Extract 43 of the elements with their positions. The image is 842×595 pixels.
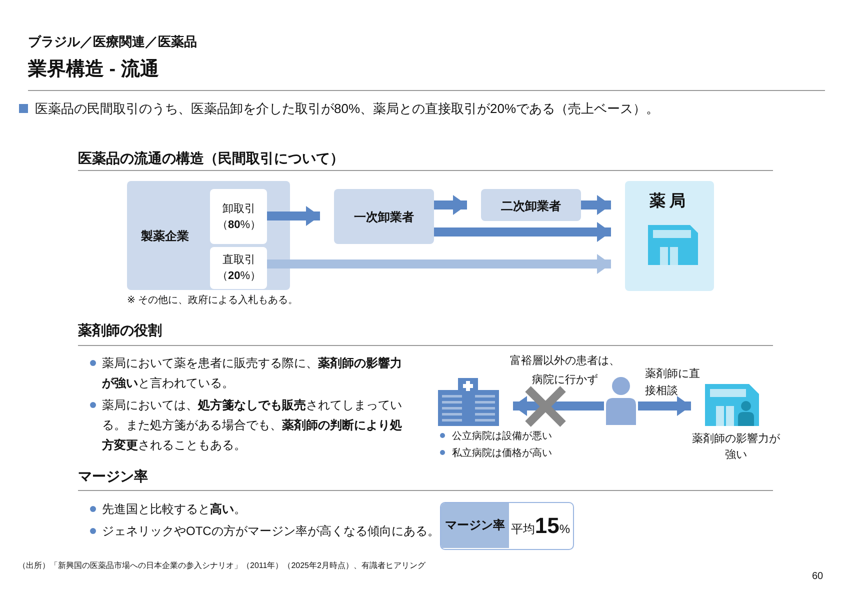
hospital-icon <box>438 378 499 426</box>
bullet-item: ジェネリックやOTCの方がマージン率が高くなる傾向にある。 <box>90 521 440 541</box>
table-cell-text: 平均15% <box>510 512 572 540</box>
table-cell: マージン率 <box>441 503 509 548</box>
bullet-item: 薬局において薬を患者に販売する際に、薬剤師の影響力が強いと言われている。 <box>90 353 410 393</box>
arrow <box>581 195 611 215</box>
box-label: 一次卸業者 <box>353 209 415 226</box>
box-title: 薬局 <box>648 191 690 212</box>
arrow <box>267 254 611 274</box>
person-icon <box>604 377 638 425</box>
bullet-item: 公立病院は設備が悪い <box>440 428 552 445</box>
note-text: 薬剤師の影響力が強い <box>691 432 781 463</box>
box-label: 直取引（20%） <box>216 253 262 284</box>
pharmacy-icon <box>705 384 759 426</box>
section-heading: マージン率 <box>78 468 148 486</box>
pharmacy-box <box>625 181 714 291</box>
page-title: 業界構造 - 流通 <box>28 58 159 82</box>
bullet-item: 先進国と比較すると高い。 <box>90 499 246 519</box>
arrow <box>638 396 691 416</box>
wholesaler-box <box>481 189 581 221</box>
box-label: 製薬企業 <box>141 228 189 245</box>
bullet-item: 薬局においては、処方箋なしでも販売されてしまっている。また処方箋がある場合でも、薬剤師の判断により処方変更されることもある。 <box>90 395 410 455</box>
trade-box <box>210 189 267 244</box>
page-number: 60 <box>812 571 824 582</box>
box-label: 二次卸業者 <box>500 198 562 215</box>
arrow <box>434 195 467 215</box>
note-text: ※ その他に、政府による入札もある。 <box>127 294 298 307</box>
bullet-item: 私立病院は価格が高い <box>440 445 552 462</box>
lead-text: 医薬品の民間取引のうち、医薬品卸を介した取引が80%、薬局との直接取引が20%である（売上ベース）。 <box>35 100 660 118</box>
breadcrumb: ブラジル／医療関連／医薬品 <box>28 33 197 51</box>
arrow <box>513 396 604 416</box>
wholesaler-box <box>334 189 434 244</box>
edge-label: 薬剤師に直接相談 <box>645 366 701 399</box>
section-heading: 薬剤師の役割 <box>78 322 162 340</box>
margin-box <box>440 502 574 550</box>
trade-box <box>210 247 267 289</box>
edge-label: 富裕層以外の患者は、病院に行かず <box>509 354 621 388</box>
arrow <box>434 222 611 242</box>
box-label: 卸取引（80%） <box>216 202 262 233</box>
arrow <box>267 206 320 226</box>
source-note: （出所）「新興国の医薬品市場への日本企業の参入シナリオ」（2011年）（2025年2月時点）、有識者ヒアリング <box>18 560 426 571</box>
section-heading: 医薬品の流通の構造（民間取引について） <box>78 150 344 168</box>
company-box <box>127 181 290 290</box>
